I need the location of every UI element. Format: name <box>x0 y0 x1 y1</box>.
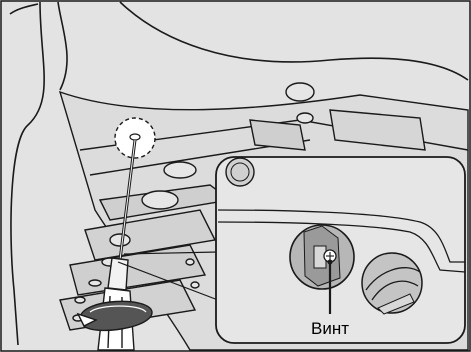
clip-hole <box>362 253 422 314</box>
access-hole <box>290 225 354 289</box>
callout-label: Винт <box>311 319 349 338</box>
inset-detail: Винт <box>216 157 465 343</box>
